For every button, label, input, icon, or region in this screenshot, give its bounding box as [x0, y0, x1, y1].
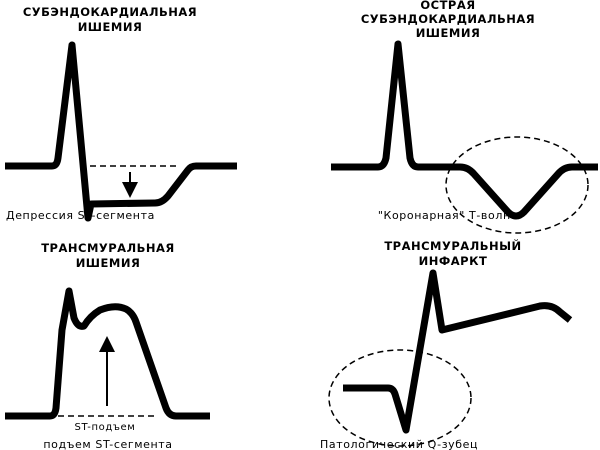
- panel-caption: Патологический Q-зубец: [320, 438, 478, 450]
- panel-title: ИШЕМИЯ: [78, 20, 143, 34]
- q-wave-highlight-ellipse: [328, 349, 472, 447]
- st-elevation-label: ST-подъем: [75, 422, 136, 433]
- panel-title: ТРАНСМУРАЛЬНАЯ: [41, 241, 175, 255]
- ecg-waveform-st-elevation: [5, 287, 210, 420]
- panel-title: СУБЭНДОКАРДИАЛЬНАЯ: [23, 5, 197, 19]
- panel-transmural-ischemia: ТРАНСМУРАЛЬНАЯ ИШЕМИЯ ST-подъем подъем S…: [5, 241, 210, 450]
- panel-caption: подъем ST-сегмента: [43, 438, 172, 450]
- panel-caption: Депрессия ST-сегмента: [6, 209, 155, 222]
- panel-title: ИШЕМИЯ: [76, 256, 141, 270]
- panel-title: СУБЭНДОКАРДИАЛЬНАЯ: [361, 12, 535, 26]
- panel-acute-subendocardial-ischemia: ОСТРАЯ СУБЭНДОКАРДИАЛЬНАЯ ИШЕМИЯ "Корона…: [331, 0, 598, 234]
- ecg-waveform-pathologic-q: [343, 269, 573, 434]
- panel-transmural-infarction: ТРАНСМУРАЛЬНЫЙ ИНФАРКТ Патологический Q-…: [320, 238, 573, 450]
- panel-title: ИШЕМИЯ: [416, 26, 481, 40]
- panel-caption: "Коронарная" Т-волна: [378, 209, 518, 222]
- ecg-waveform-inverted-t: [331, 40, 598, 220]
- panel-subendocardial-ischemia: СУБЭНДОКАРДИАЛЬНАЯ ИШЕМИЯ Депрессия ST-с…: [5, 5, 237, 222]
- panel-title: ТРАНСМУРАЛЬНЫЙ: [384, 238, 521, 253]
- panel-title: ИНФАРКТ: [419, 254, 488, 268]
- ecg-waveform-st-depression: [5, 41, 237, 222]
- panel-title: ОСТРАЯ: [420, 0, 475, 12]
- t-wave-highlight-ellipse: [445, 136, 589, 234]
